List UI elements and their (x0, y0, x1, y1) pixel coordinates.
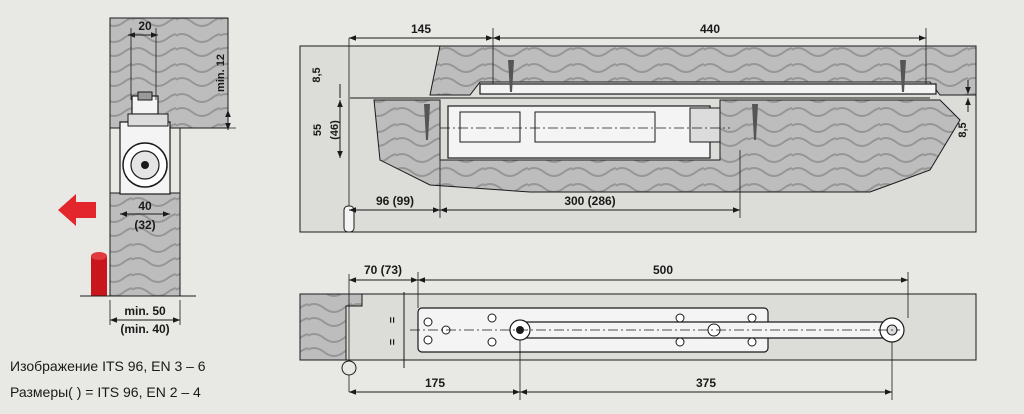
red-left-arrow-icon (58, 194, 96, 226)
mount-hole (487, 313, 497, 323)
closer-body (447, 105, 711, 159)
dim-175: 175 (425, 376, 445, 390)
dim-40: 40 (138, 199, 152, 213)
dim-32: (32) (134, 218, 155, 232)
dim-70: 70 (73) (364, 263, 402, 277)
dim-96: 96 (99) (376, 194, 414, 208)
closer-mount (127, 113, 169, 127)
dim-500: 500 (653, 263, 673, 277)
dim-300: 300 (286) (564, 194, 615, 208)
frame-lintel (109, 17, 229, 129)
closer-axis (141, 161, 149, 169)
dim-145: 145 (411, 22, 431, 36)
dim-46: (46) (329, 120, 341, 140)
closer-valve (689, 107, 721, 143)
mount-hole (423, 317, 433, 327)
door-stop-top (91, 252, 107, 260)
top-elevation-view: 145 440 8,5 55 (46) 8,5 96 (99) 300 (286… (299, 22, 977, 233)
dim-440: 440 (700, 22, 720, 36)
dim-8-5-right: 8,5 (957, 122, 969, 137)
closer-segment (534, 111, 656, 143)
dim-375: 375 (696, 376, 716, 390)
dim-min50: min. 50 (124, 304, 166, 318)
caption-line-2: Размеры( ) = ITS 96, EN 2 – 4 (10, 384, 201, 400)
screw-icon (900, 60, 906, 92)
mount-hole (747, 313, 757, 323)
closer-segment (459, 111, 521, 143)
mount-hole (747, 337, 757, 347)
caption-line-1: Изображение ITS 96, EN 3 – 6 (10, 358, 206, 374)
bottom-plan-view: 70 (73) 500 = = 175 375 (299, 263, 977, 400)
equal-mark: = (387, 339, 399, 345)
mount-hole (487, 337, 497, 347)
dim-55: 55 (312, 124, 324, 136)
mount-hole (675, 313, 685, 323)
mount-hole (423, 335, 433, 345)
dim-8-5-left: 8,5 (311, 67, 323, 82)
dim-min40: (min. 40) (120, 322, 169, 336)
plan-frame-wood (299, 293, 363, 361)
screw-icon (424, 104, 430, 140)
lintel-wood (429, 45, 977, 96)
door-leaf (109, 192, 181, 297)
equal-mark: = (387, 317, 399, 323)
rail-slider (137, 91, 153, 101)
dim-frame-width: 20 (138, 19, 152, 33)
mount-hole (675, 337, 685, 347)
screw-icon (752, 104, 758, 140)
guide-rail (479, 83, 937, 95)
hinge-circle (341, 360, 357, 376)
left-section-view: 20 min. 12 40 (32) min. 50 (min. 40) (58, 17, 236, 336)
red-door-stop-icon (91, 256, 107, 296)
screw-icon (508, 60, 514, 92)
dim-min12: min. 12 (215, 54, 227, 92)
